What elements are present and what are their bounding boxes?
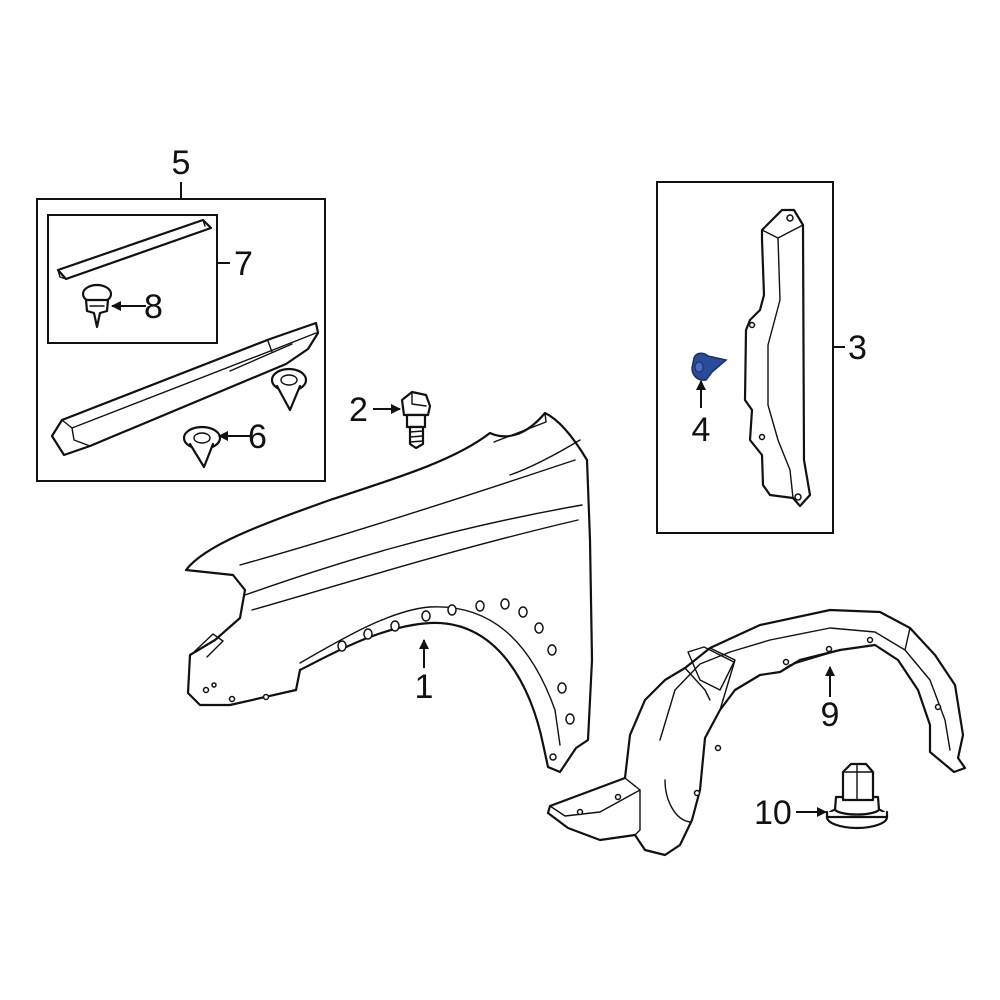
callout-4[interactable]: 4: [692, 411, 711, 449]
nut-part-10[interactable]: [825, 762, 889, 830]
callout-3[interactable]: 3: [848, 329, 867, 367]
inner-box-7: [47, 214, 218, 344]
bolt-part-2[interactable]: [400, 390, 432, 450]
weatherstrip-part-7[interactable]: [56, 218, 213, 281]
fender-part-1[interactable]: [184, 411, 594, 774]
clip-part-8[interactable]: [81, 283, 113, 329]
group-box-5: 5 7 8: [36, 144, 326, 482]
clip-part-4[interactable]: [691, 352, 728, 381]
rocker-molding-part-5[interactable]: [50, 321, 320, 457]
callout-5[interactable]: 5: [172, 144, 191, 182]
callout-2[interactable]: 2: [349, 391, 368, 429]
callout-1[interactable]: 1: [415, 668, 434, 706]
seal-part-3[interactable]: [743, 208, 812, 508]
callout-7[interactable]: 7: [234, 245, 253, 283]
fender-liner-part-9[interactable]: [546, 608, 967, 857]
group-box-3: 3 4: [656, 181, 867, 534]
callout-10[interactable]: 10: [754, 794, 792, 832]
clip-part-6-upper[interactable]: [270, 367, 308, 412]
clip-part-6-lower[interactable]: [182, 425, 222, 469]
callout-8[interactable]: 8: [144, 288, 163, 326]
outer-box-3: [656, 181, 834, 534]
callout-9[interactable]: 9: [821, 696, 840, 734]
callout-6[interactable]: 6: [248, 418, 267, 456]
